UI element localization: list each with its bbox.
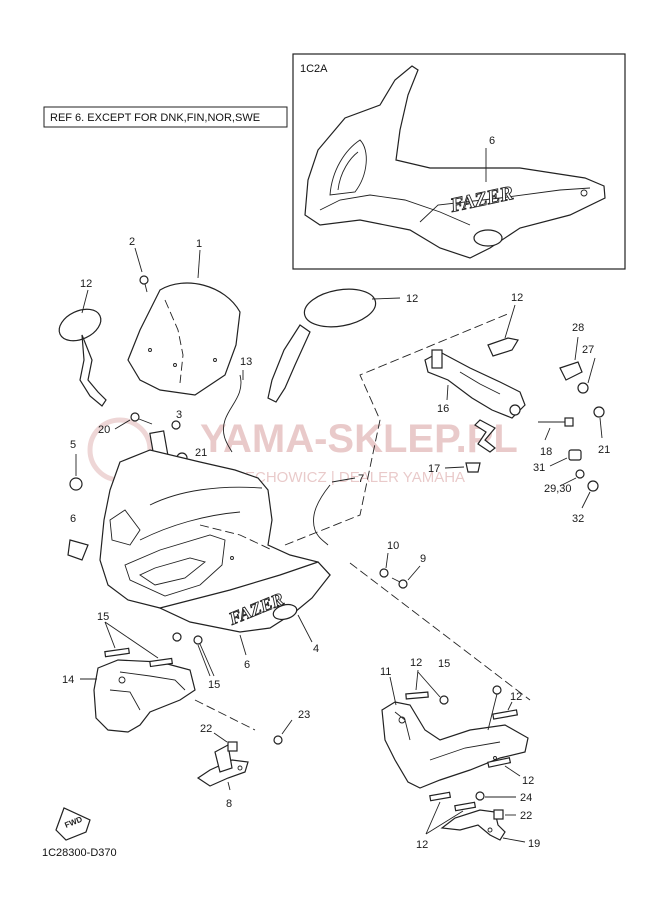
callout-5: 5 [70,439,76,451]
callout-1: 1 [196,238,202,250]
screw-15c [439,695,449,705]
callout-12-c: 12 [522,775,534,787]
callout-20: 8 [226,798,232,810]
screw-2 [134,247,149,293]
grommet-5 [69,477,83,491]
fairing-stay [424,349,526,453]
wire-7 [313,484,331,546]
assembly-line-upper [284,312,511,546]
diagram-code: 1C28300-D370 [42,847,117,859]
callout-4: 4 [313,643,319,655]
callout-3: 3 [176,409,182,421]
watermark-title: YAMA-SKLEP.PL [200,417,518,461]
callout-25: 12 [511,292,523,304]
callout-24: 12 [80,278,92,290]
ref-note: REF 6. EXCEPT FOR DNK,FIN,NOR,SWE [50,112,260,124]
callout-26: 21 [598,444,610,456]
assembly-line-lower [349,562,531,701]
collar-29 [577,382,589,394]
callout-23: 12 [406,293,418,305]
side-cover: FAZER [158,561,331,633]
callout-15-left: 15 [208,679,220,691]
screw-9 [391,565,421,589]
bracket-25 [487,337,519,357]
callout-27: 20 [98,424,110,436]
callout-22-right: 22 [520,810,532,822]
emblem-left [67,539,89,561]
callout-14: 15 [97,611,109,623]
callout-11: 11 [380,666,391,678]
callout-21-right: 24 [520,792,532,804]
seals-14 [104,621,173,668]
callout-6-left: 6 [70,513,76,525]
collar-32 [575,469,585,479]
bracket-19 [440,809,506,841]
windscreen [127,282,241,396]
nut-22-right [493,809,504,820]
callout-33: 31 [533,462,545,474]
damper-33 [568,449,582,461]
nut-22-left [227,741,238,752]
bracket-31 [559,361,583,381]
callout-17: 17 [428,463,440,475]
inset-side-cover: FAZER [304,65,606,259]
callout-7: 7 [358,473,364,485]
screw-15d [492,685,502,695]
callout-10: 10 [387,540,399,552]
callout-15-right: 15 [438,658,450,670]
callout-9: 9 [420,553,426,565]
callout-21-left: 23 [298,709,310,721]
screw-27 [130,412,153,425]
inner-panel-left [93,659,196,733]
inset-frame [292,53,626,270]
callout-12-d: 12 [416,839,428,851]
mirror-left [58,289,107,407]
callout-8: 13 [240,356,252,368]
inset-code: 1C2A [300,63,328,75]
seals-12 [405,691,519,812]
bolt-18 [538,417,574,427]
callout-29-30: 27 [582,344,594,356]
grommet-17 [465,462,481,473]
callout-16: 16 [437,403,449,415]
callout-6-inset: 6 [489,135,495,147]
mirror-right [267,288,401,403]
callout-13: 14 [62,674,74,686]
washer-10 [379,568,389,578]
ref-note-box [43,106,288,128]
callout-18: 18 [540,446,552,458]
callout-12-b: 12 [510,691,522,703]
inner-panel-right [381,701,529,789]
watermark-subtitle: CIECHOWICZ | DEALER YAMAHA [230,469,465,486]
callout-22-left: 22 [200,723,212,735]
callout-31: 28 [572,322,584,334]
screw-15b [193,635,203,645]
callout-2: 2 [129,236,135,248]
screw-21-right [475,791,485,801]
bracket-20 [196,744,249,787]
callout-34: 32 [572,513,584,525]
fwd-arrow-icon: FWD [55,807,91,841]
callout-32: 29,30 [544,483,572,495]
assembly-line-lower2 [194,699,256,731]
callout-6-side: 6 [244,659,250,671]
screw-21-left [273,735,283,745]
callout-12-a: 12 [410,657,422,669]
callout-28: 21 [195,447,207,459]
wire-8 [222,370,244,453]
nut-26 [593,406,605,418]
screw-15a [172,632,182,642]
callout-19: 19 [528,838,540,850]
bolt-34 [587,480,599,492]
